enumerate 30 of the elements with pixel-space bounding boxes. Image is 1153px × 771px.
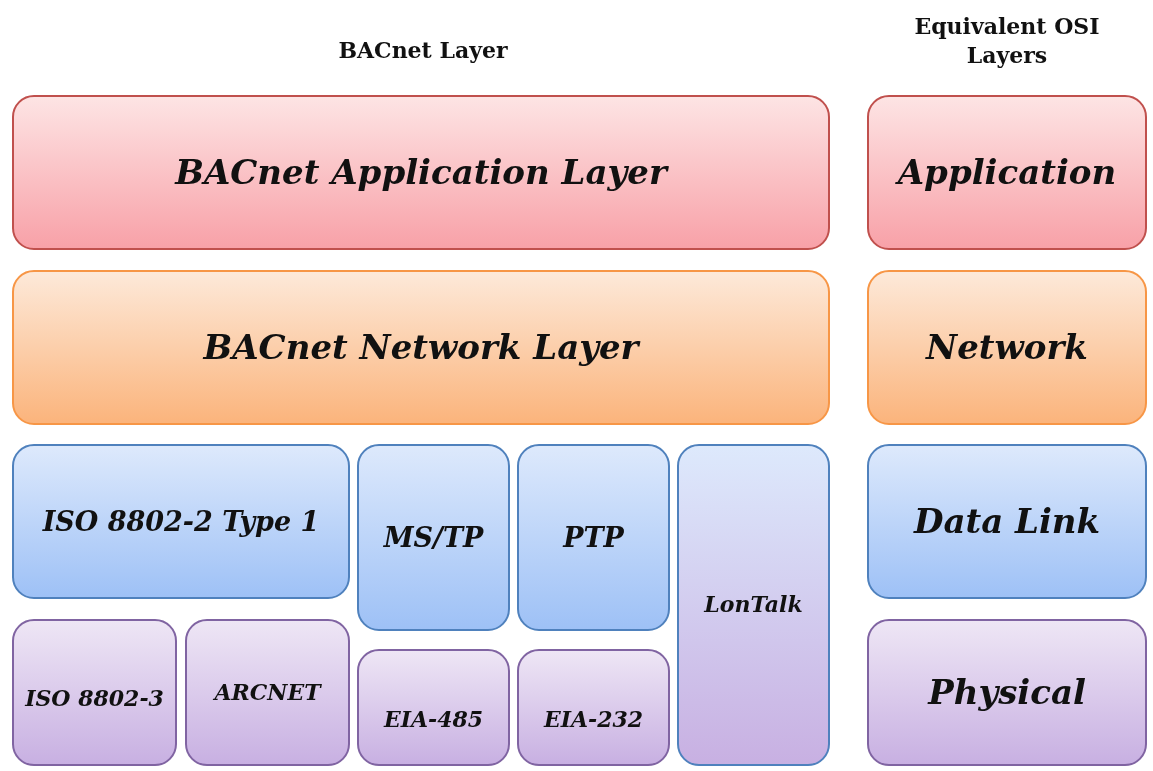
layer-label: ISO 8802-3 <box>25 684 164 713</box>
layer-label: LonTalk <box>704 591 803 619</box>
layer-label: BACnet Application Layer <box>175 151 667 194</box>
layer-box <box>12 95 830 250</box>
layer-label: ARCNET <box>214 678 321 707</box>
layer-box <box>12 619 177 766</box>
layer-box <box>677 444 830 766</box>
layer-box <box>867 444 1147 599</box>
layer-label: Network <box>926 326 1088 369</box>
layer-box <box>867 270 1147 425</box>
layer-box <box>517 649 670 766</box>
layer-label: Application <box>897 151 1117 194</box>
layer-box <box>517 444 670 631</box>
layer-box <box>12 444 350 599</box>
layer-box <box>867 619 1147 766</box>
layer-box <box>357 444 510 631</box>
layer-box <box>12 270 830 425</box>
layer-label: ISO 8802-2 Type 1 <box>42 504 320 539</box>
layer-label: MS/TP <box>383 520 484 555</box>
layer-label: PTP <box>563 520 624 555</box>
layer-box <box>185 619 350 766</box>
column-heading: BACnet Layer <box>337 36 509 65</box>
layer-box <box>357 649 510 766</box>
layer-label: EIA-232 <box>543 705 644 734</box>
layer-label: BACnet Network Layer <box>203 326 639 369</box>
layer-label: EIA-485 <box>383 705 484 734</box>
column-heading: Equivalent OSI Layers <box>913 12 1101 70</box>
layer-label: Data Link <box>913 500 1101 543</box>
layer-label: Physical <box>928 671 1086 714</box>
layer-box <box>867 95 1147 250</box>
